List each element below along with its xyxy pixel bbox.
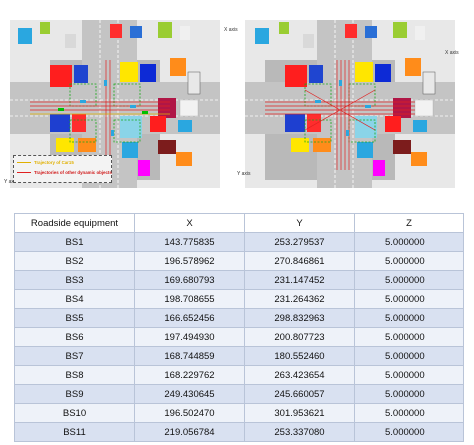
right-simulation-scene: X axis Y axis [237, 20, 459, 188]
y-cell: 231.264362 [244, 289, 355, 309]
z-cell: 5.000000 [354, 403, 464, 423]
y-cell: 245.660057 [244, 384, 355, 404]
left-scene-canvas [10, 20, 220, 188]
equipment-cell: BS6 [14, 327, 135, 347]
z-cell: 5.000000 [354, 308, 464, 328]
equipment-cell: BS7 [14, 346, 135, 366]
z-cell: 5.000000 [354, 422, 464, 442]
z-cell: 5.000000 [354, 270, 464, 290]
equipment-cell: BS10 [14, 403, 135, 423]
legend-ego-swatch [17, 162, 31, 164]
x-cell: 196.578962 [134, 251, 245, 271]
table-row: BS3 169.680793 231.147452 5.000000 [14, 270, 464, 290]
left-simulation-scene: X axis Y axis Trajectory of Car15 Trajec… [4, 20, 238, 188]
header-z: Z [354, 213, 464, 233]
equipment-cell: BS9 [14, 384, 135, 404]
y-cell: 231.147452 [244, 270, 355, 290]
equipment-cell: BS4 [14, 289, 135, 309]
x-axis-label: X axis [445, 50, 459, 56]
y-cell: 263.423654 [244, 365, 355, 385]
y-cell: 253.337080 [244, 422, 355, 442]
legend-ego: Trajectory of Car15 [17, 160, 74, 165]
roadside-equipment-table: Roadside equipment X Y Z BS1 143.775835 … [14, 213, 464, 442]
y-cell: 180.552460 [244, 346, 355, 366]
table-row: BS5 166.652456 298.832963 5.000000 [14, 308, 464, 328]
z-cell: 5.000000 [354, 346, 464, 366]
table-row: BS6 197.494930 200.807723 5.000000 [14, 327, 464, 347]
other-trajectories [30, 60, 170, 160]
z-cell: 5.000000 [354, 251, 464, 271]
z-cell: 5.000000 [354, 327, 464, 347]
table-row: BS9 249.430645 245.660057 5.000000 [14, 384, 464, 404]
equipment-cell: BS5 [14, 308, 135, 328]
y-cell: 270.846861 [244, 251, 355, 271]
z-cell: 5.000000 [354, 289, 464, 309]
header-roadside-equipment: Roadside equipment [14, 213, 135, 233]
right-scene-canvas [245, 20, 455, 188]
y-cell: 301.953621 [244, 403, 355, 423]
x-cell: 168.229762 [134, 365, 245, 385]
x-cell: 166.652456 [134, 308, 245, 328]
y-cell: 298.832963 [244, 308, 355, 328]
table-header-row: Roadside equipment X Y Z [14, 213, 464, 233]
x-cell: 169.680793 [134, 270, 245, 290]
header-y: Y [244, 213, 355, 233]
table-row: BS4 198.708655 231.264362 5.000000 [14, 289, 464, 309]
y-cell: 200.807723 [244, 327, 355, 347]
x-cell: 197.494930 [134, 327, 245, 347]
table-row: BS10 196.502470 301.953621 5.000000 [14, 403, 464, 423]
table-row: BS2 196.578962 270.846861 5.000000 [14, 251, 464, 271]
x-cell: 143.775835 [134, 232, 245, 252]
header-x: X [134, 213, 245, 233]
legend-other-swatch [17, 172, 31, 174]
legend-other: Trajectories of other dynamic objects [17, 170, 112, 175]
x-cell: 168.744859 [134, 346, 245, 366]
x-cell: 198.708655 [134, 289, 245, 309]
legend-ego-label: Trajectory of Car15 [34, 160, 74, 165]
y-cell: 253.279537 [244, 232, 355, 252]
equipment-cell: BS3 [14, 270, 135, 290]
legend-other-label: Trajectories of other dynamic objects [34, 170, 112, 175]
z-cell: 5.000000 [354, 384, 464, 404]
table-row: BS1 143.775835 253.279537 5.000000 [14, 232, 464, 252]
equipment-cell: BS8 [14, 365, 135, 385]
equipment-cell: BS1 [14, 232, 135, 252]
x-axis-label: X axis [224, 27, 238, 33]
x-cell: 196.502470 [134, 403, 245, 423]
y-axis-label: Y axis [4, 179, 18, 185]
z-cell: 5.000000 [354, 365, 464, 385]
table-row: BS8 168.229762 263.423654 5.000000 [14, 365, 464, 385]
y-axis-label: Y axis [237, 171, 251, 177]
x-cell: 249.430645 [134, 384, 245, 404]
x-cell: 219.056784 [134, 422, 245, 442]
trajectory-legend: Trajectory of Car15 Trajectories of othe… [13, 155, 112, 183]
table-row: BS11 219.056784 253.337080 5.000000 [14, 422, 464, 442]
z-cell: 5.000000 [354, 232, 464, 252]
equipment-cell: BS2 [14, 251, 135, 271]
equipment-cell: BS11 [14, 422, 135, 442]
table-row: BS7 168.744859 180.552460 5.000000 [14, 346, 464, 366]
